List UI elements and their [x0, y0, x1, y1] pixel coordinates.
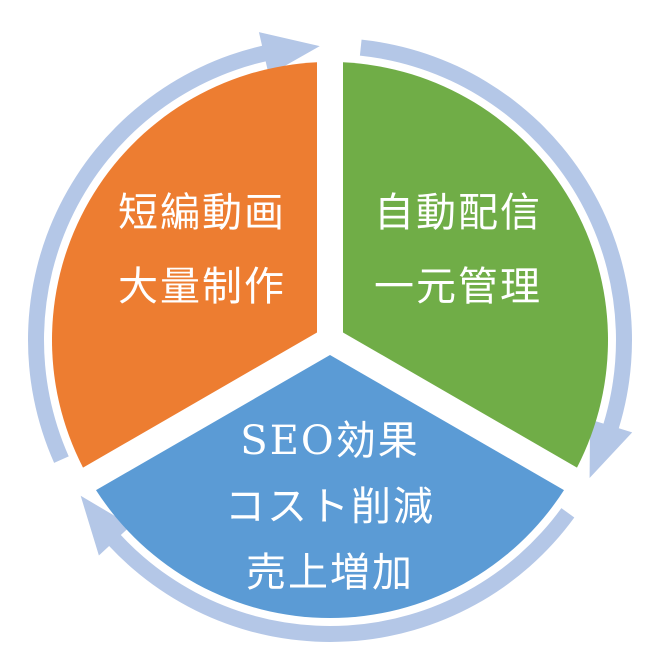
segment-distribution-line-1: 自動配信	[374, 190, 542, 236]
segment-results	[96, 355, 564, 619]
segment-production-line-1: 短編動画	[118, 190, 286, 236]
segment-production-line-2: 大量制作	[118, 264, 286, 310]
cycle-arrow-right	[359, 39, 633, 479]
segment-results-line-2: コスト削減	[225, 484, 435, 530]
segment-production	[51, 62, 317, 468]
segment-results-line-1: SEO効果	[240, 418, 419, 464]
segment-results-line-3: 売上増加	[246, 550, 414, 596]
cycle-arrow-left	[80, 495, 575, 642]
segment-distribution	[343, 62, 609, 468]
segment-distribution-line-2: 一元管理	[374, 264, 542, 310]
